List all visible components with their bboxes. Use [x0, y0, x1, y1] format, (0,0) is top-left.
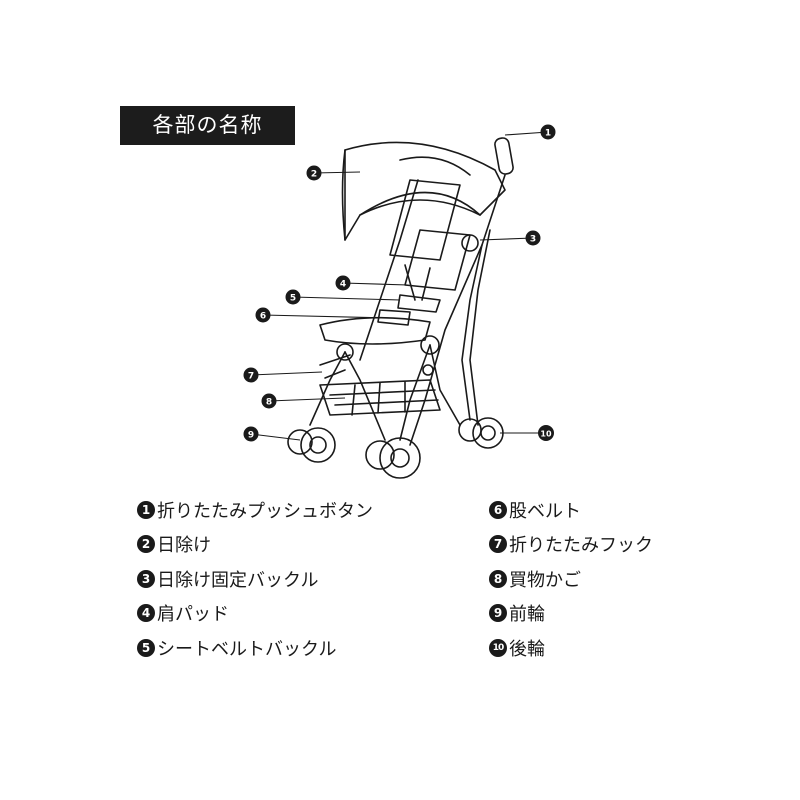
legend-item-7: 7 折りたたみフック	[489, 531, 653, 557]
canopy	[344, 141, 506, 241]
svg-text:8: 8	[266, 398, 272, 408]
callout-7: 7	[243, 367, 259, 383]
legend-number: 8	[489, 570, 507, 588]
svg-text:5: 5	[290, 294, 296, 304]
callout-2: 2	[306, 165, 322, 181]
callout-5: 5	[285, 289, 301, 305]
legend-label: シートベルトバックル	[157, 639, 337, 660]
legend-number: 1	[137, 501, 155, 519]
diagram-title: 各部の名称	[120, 106, 295, 145]
svg-text:3: 3	[530, 235, 536, 245]
legend-label: 股ベルト	[509, 501, 581, 522]
legend-number: 5	[137, 639, 155, 657]
legend-item-3: 3 日除け固定バックル	[137, 566, 318, 592]
legend-item-5: 5 シートベルトバックル	[137, 635, 336, 661]
legend-item-1: 1 折りたたみプッシュボタン	[137, 497, 373, 523]
legend-number: 2	[137, 535, 155, 553]
stroller-illustration	[287, 137, 514, 479]
leader-lines	[250, 131, 549, 441]
legend-label: 後輪	[509, 639, 545, 660]
callout-6: 6	[255, 307, 271, 323]
legend-number: 3	[137, 570, 155, 588]
legend-number: 10	[489, 639, 507, 657]
svg-text:4: 4	[340, 280, 346, 290]
legend-label: 肩パッド	[157, 604, 229, 625]
svg-text:9: 9	[248, 431, 254, 441]
svg-text:10: 10	[540, 430, 552, 439]
callout-10: 10	[538, 425, 554, 441]
legend-label: 日除け	[157, 535, 211, 556]
callouts: 1 2 3 4 5 6 7 8 9 10	[243, 124, 556, 442]
legend-item-8: 8 買物かご	[489, 566, 581, 592]
callout-9: 9	[243, 426, 259, 442]
legend-number: 7	[489, 535, 507, 553]
front-wheel-left	[300, 427, 336, 463]
legend-item-9: 9 前輪	[489, 600, 545, 626]
legend-number: 6	[489, 501, 507, 519]
legend-label: 折りたたみプッシュボタン	[157, 501, 373, 522]
basket	[319, 379, 441, 416]
callout-3: 3	[525, 230, 541, 246]
callout-4: 4	[335, 275, 351, 291]
legend-label: 買物かご	[509, 570, 581, 591]
callout-8: 8	[261, 393, 277, 409]
handle-grip	[494, 137, 514, 175]
legend-item-2: 2 日除け	[137, 531, 211, 557]
legend-item-6: 6 股ベルト	[489, 497, 581, 523]
legend-label: 前輪	[509, 604, 545, 625]
svg-text:2: 2	[311, 170, 317, 180]
svg-text:6: 6	[260, 312, 266, 322]
callout-1: 1	[540, 124, 556, 140]
svg-text:7: 7	[248, 372, 254, 382]
svg-text:1: 1	[545, 129, 551, 139]
shoulder-pads	[404, 264, 431, 301]
legend-number: 9	[489, 604, 507, 622]
legend-item-4: 4 肩パッド	[137, 600, 229, 626]
front-wheel-right	[379, 437, 421, 479]
legend-item-10: 10 後輪	[489, 635, 545, 661]
legend-label: 日除け固定バックル	[157, 570, 319, 591]
seat	[319, 316, 431, 345]
legend-label: 折りたたみフック	[509, 535, 653, 556]
legend-number: 4	[137, 604, 155, 622]
